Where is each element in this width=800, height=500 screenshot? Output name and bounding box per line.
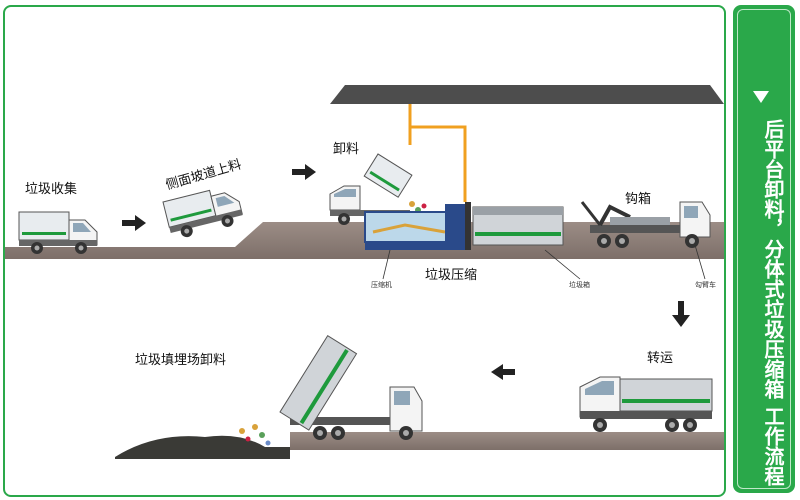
landfill-truck [239, 334, 423, 446]
workflow-sidebar: 后平台卸料，分体式垃圾压缩箱 工作流程 [733, 5, 795, 493]
label-landfill: 垃圾填埋场卸料 [135, 353, 227, 368]
arrow-left-icon [491, 364, 515, 380]
label-compressor: 压缩机 [371, 281, 392, 289]
pointer-compressor [382, 249, 391, 280]
pointer-hook-truck [694, 244, 706, 280]
label-hook-truck: 勾臂车 [695, 281, 716, 289]
collection-truck [18, 211, 98, 254]
label-container: 垃圾箱 [569, 281, 590, 289]
roof-canopy [330, 85, 724, 104]
orange-pipe [408, 104, 467, 202]
arrow-1-icon [122, 215, 146, 231]
compression-container [472, 206, 564, 246]
triangle-down-icon [753, 91, 769, 103]
landfill-pile [115, 435, 290, 459]
label-compress: 垃圾压缩 [425, 268, 478, 283]
arrow-2-icon [292, 164, 316, 180]
sidebar-border [737, 9, 791, 489]
label-transport: 转运 [647, 351, 674, 366]
diagram-panel: 垃圾收集 侧面坡道上料 卸料 垃圾压缩 钩箱 转运 垃圾填埋场卸料 压缩机 垃圾… [3, 5, 726, 497]
label-hook: 钩箱 [625, 192, 652, 207]
arrow-down-icon [672, 301, 690, 327]
label-unload: 卸料 [333, 142, 360, 157]
lower-ground [290, 432, 724, 450]
compressor-station [364, 202, 471, 250]
label-collect: 垃圾收集 [25, 182, 78, 197]
ramp-truck [162, 189, 243, 238]
hook-truck [580, 201, 711, 248]
workflow-scene [5, 85, 724, 459]
pointer-container [544, 249, 581, 280]
sidebar-title: 后平台卸料，分体式垃圾压缩箱 工作流程 [761, 119, 785, 486]
transport-truck [579, 376, 713, 432]
